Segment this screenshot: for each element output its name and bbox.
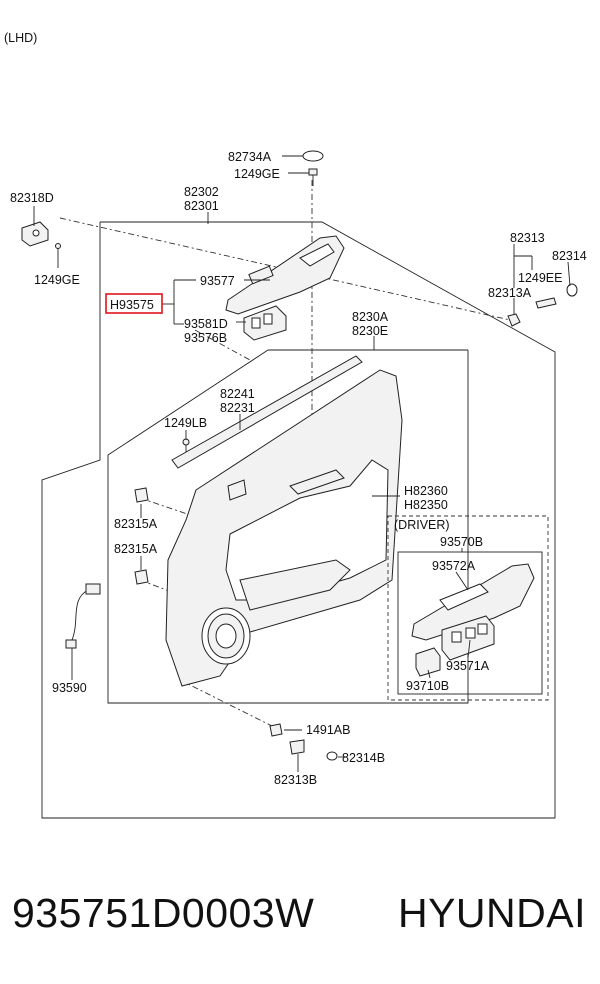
- wiring-93590: [65, 583, 101, 649]
- driver-switch-panel-93572A: [411, 563, 535, 641]
- armrest-handle-h82360: [289, 469, 345, 495]
- plug-82314: [566, 283, 578, 297]
- label-82313B: 82313B: [274, 773, 317, 787]
- label-82314B: 82314B: [342, 751, 385, 765]
- label-8230A: 8230A: [352, 310, 389, 324]
- callout-labels: 82734A 1249GE 82318D 82302 82301 1249GE …: [10, 150, 587, 787]
- label-93581D: 93581D: [184, 317, 228, 331]
- clip-82315A-lower: [134, 569, 149, 585]
- label-82231: 82231: [220, 401, 255, 415]
- label-93572A: 93572A: [432, 559, 476, 573]
- weatherstrip-82241: [171, 355, 363, 469]
- label-93570B: 93570B: [440, 535, 483, 549]
- label-1249LB: 1249LB: [164, 416, 207, 430]
- screw-1491AB: [269, 723, 283, 737]
- clip-82315A-upper: [134, 487, 149, 503]
- grommet-82313A: [507, 313, 521, 327]
- label-93710B: 93710B: [406, 679, 449, 693]
- leader-lines: [33, 155, 571, 772]
- screw-1249GE-left: [55, 243, 61, 256]
- label-82301: 82301: [184, 199, 219, 213]
- label-82314: 82314: [552, 249, 587, 263]
- clip-82734A: [302, 150, 324, 162]
- label-82318D: 82318D: [10, 191, 54, 205]
- label-driver: (DRIVER): [394, 518, 450, 532]
- label-8230E: 8230E: [352, 324, 388, 338]
- driver-window-switch-93571A: [441, 615, 495, 661]
- label-82734A: 82734A: [228, 150, 272, 164]
- label-82315A-lower: 82315A: [114, 542, 158, 556]
- driver-inner-box: [397, 551, 543, 695]
- label-1491AB: 1491AB: [306, 723, 350, 737]
- label-1249EE: 1249EE: [518, 271, 562, 285]
- label-93577: 93577: [200, 274, 235, 288]
- label-82315A-upper: 82315A: [114, 517, 158, 531]
- grommet-82313B: [289, 739, 305, 768]
- door-trim-panel: [165, 369, 403, 687]
- label-82241: 82241: [220, 387, 255, 401]
- label-H82360: H82360: [404, 484, 448, 498]
- caption-bar: 935751D0003W HYUNDAI: [0, 878, 600, 948]
- label-93571A: 93571A: [446, 659, 490, 673]
- part-number: 935751D0003W: [12, 889, 315, 936]
- label-93590: 93590: [52, 681, 87, 695]
- label-1249GE-top: 1249GE: [234, 167, 280, 181]
- label-82302: 82302: [184, 185, 219, 199]
- screw-1249EE: [535, 297, 557, 309]
- outer-frame: [41, 221, 556, 819]
- label-H93575-highlighted: H93575: [110, 298, 154, 312]
- label-1249GE-left: 1249GE: [34, 273, 80, 287]
- brand-name: HYUNDAI: [397, 889, 586, 936]
- bracket-82318D: [21, 221, 49, 247]
- label-82313A: 82313A: [488, 286, 532, 300]
- plug-82314B: [326, 751, 338, 761]
- mirror-switch-93710B: [415, 647, 441, 677]
- label-93576B: 93576B: [184, 331, 227, 345]
- driver-box: [387, 515, 549, 701]
- armrest-switch-panel-93577: [225, 235, 345, 315]
- screw-1249GE-top: [308, 168, 318, 186]
- window-switch-93581D: [243, 305, 287, 341]
- lhd-note: (LHD): [4, 31, 37, 45]
- label-82313: 82313: [510, 231, 545, 245]
- highlight-box: [105, 293, 163, 314]
- label-H82350: H82350: [404, 498, 448, 512]
